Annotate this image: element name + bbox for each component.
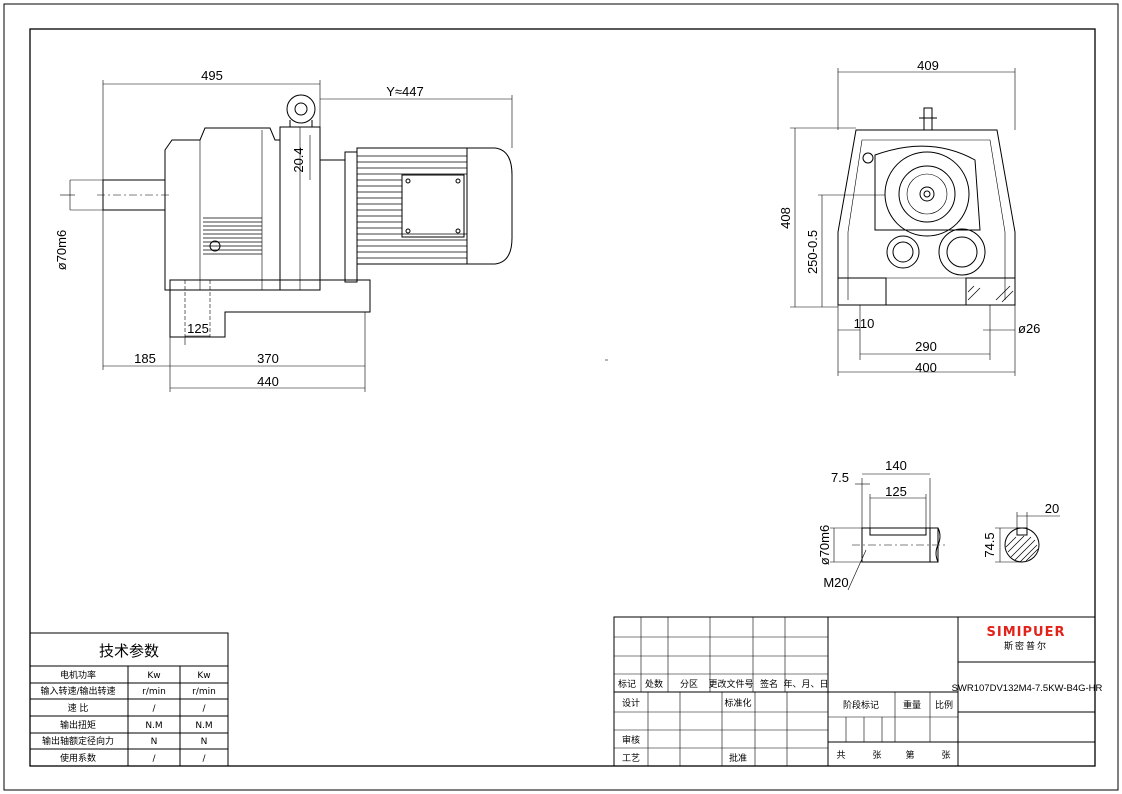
gearbox-housing [164,127,281,291]
vent-plug [923,107,933,131]
side-view: 495 Y≈447 20.4 ø70m6 125 185 370 440 [54,68,513,392]
foot-hatch [967,285,1014,303]
drain-plug [209,240,221,252]
label-no: 第 [905,749,914,761]
param-unit: / [202,704,206,714]
output-bore-center [919,186,935,202]
brand-logo-cn: 斯密普尔 [1004,640,1048,652]
param-label: 输出轴额定径向力 [42,735,114,747]
param-unit: / [152,704,156,714]
dim-shaft-d70: ø70m6 [817,525,832,565]
dim-y447: Y≈447 [386,84,424,99]
motor-fins [357,155,467,259]
dim-400: 400 [915,360,937,375]
end-view: 409 408 250-0.5 110 290 400 ø26 [778,58,1040,376]
rev-header-docno: 更改文件号 [708,678,753,690]
label-standard: 标准化 [724,697,751,709]
section-hatch [1005,535,1039,563]
motor-adapter [319,159,346,281]
shaft-section [1004,527,1040,563]
dim-370: 370 [257,351,279,366]
dim-110: 110 [854,316,875,331]
param-unit: N [151,737,158,747]
end-foot-right [965,277,1016,306]
label-stage-mark: 阶段标记 [843,699,879,711]
dim-74-5: 74.5 [982,532,997,557]
dim-408: 408 [778,207,793,229]
brand-logo: SIMIPUER [987,625,1066,640]
dim-shaft-dia: ø70m6 [54,230,69,270]
shaft-detail: 7.5 140 125 ø70m6 M20 20 74.5 [817,458,1060,591]
label-scale: 比例 [935,699,953,711]
label-sheet: 张 [941,750,950,761]
gearbox-fins [203,217,262,255]
output-bore-outer [884,151,970,237]
param-label: 输出扭矩 [60,719,96,731]
dim-140: 140 [885,458,907,473]
dim-250: 250-0.5 [805,230,820,274]
label-review: 审核 [622,734,640,746]
input-bore-small [886,235,920,269]
tech-params-title: 技术参数 [99,642,159,660]
keyway [869,527,927,536]
dim-7-5: 7.5 [831,470,849,485]
param-unit: Kw [197,671,210,681]
rev-header-date: 年、月、日 [783,678,828,690]
label-sheets: 张 [872,750,881,761]
dim-440: 440 [257,374,279,389]
param-unit: N.M [195,721,212,731]
dim-185: 185 [134,351,156,366]
param-unit: r/min [142,687,166,697]
rev-header-qty: 处数 [645,678,663,690]
dim-20: 20 [1045,501,1059,516]
param-label: 速 比 [68,702,89,714]
dim-495: 495 [201,68,223,83]
end-housing [837,129,1016,306]
label-approve: 批准 [729,752,747,764]
dim-key-125: 125 [885,484,907,499]
rev-header-sign: 签名 [760,678,778,690]
param-unit: N [201,737,208,747]
dim-m20: M20 [823,575,848,590]
param-label: 输入转速/输出转速 [40,685,115,697]
motor-body [356,147,468,265]
tech-params-table: 技术参数 电机功率 Kw Kw 输入转速/输出转速 r/min r/min 速 … [29,632,229,767]
param-unit: r/min [192,687,216,697]
label-weight: 重量 [903,699,921,711]
title-block: 标记 处数 分区 更改文件号 签名 年、月、日 设计 标准化 审核 工艺 批准 … [613,616,1103,767]
inner-border [29,28,1096,767]
param-label: 使用系数 [60,752,96,764]
label-total: 共 [836,750,845,761]
dim-290: 290 [915,339,937,354]
motor-fan-cover [467,147,513,265]
label-process: 工艺 [622,753,640,764]
param-unit: Kw [147,671,160,681]
lifting-eye [286,94,316,124]
terminal-box [401,174,465,238]
input-bore-large [938,228,986,276]
dim-409: 409 [917,58,939,73]
param-unit: / [152,754,156,764]
rev-header-mark: 标记 [618,678,636,690]
dim-20-4: 20.4 [291,147,306,172]
dim-d26: ø26 [1018,321,1040,336]
param-unit: / [202,754,206,764]
dim-125: 125 [187,321,209,336]
model-number: SWR107DV132M4-7.5KW-B4G-HR [952,683,1103,694]
label-design: 设计 [622,697,640,709]
rev-header-zone: 分区 [680,679,698,690]
outer-border [3,3,1119,791]
param-unit: N.M [145,721,162,731]
end-foot-left [837,277,887,306]
param-label: 电机功率 [60,669,96,681]
